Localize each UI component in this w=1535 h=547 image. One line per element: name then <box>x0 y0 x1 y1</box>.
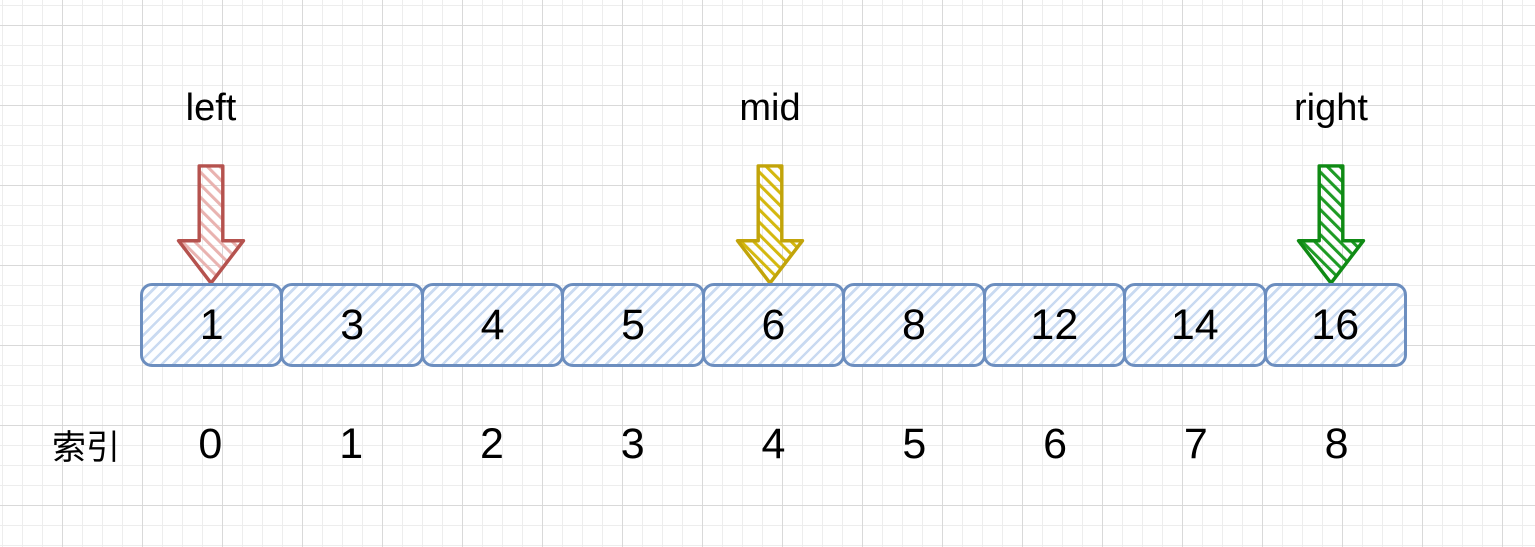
index-label-4: 4 <box>761 419 786 468</box>
mid-arrow-icon <box>735 164 805 285</box>
array-box-0: 1 <box>140 283 284 367</box>
index-label-0: 0 <box>198 419 223 468</box>
left-arrow-icon <box>176 164 246 285</box>
pointer-left-label: left <box>185 87 237 129</box>
index-row: 0 1 2 3 4 5 6 7 8 <box>140 416 1407 472</box>
array-box-6: 12 <box>982 283 1127 367</box>
array-value: 12 <box>1030 300 1079 349</box>
array-value: 8 <box>901 300 926 349</box>
array-value: 6 <box>761 300 786 349</box>
pointer-mid: mid <box>700 85 840 285</box>
index-label-8: 8 <box>1324 419 1349 468</box>
index-label-6: 6 <box>1043 419 1068 468</box>
pointer-right: right <box>1261 85 1401 285</box>
index-label-5: 5 <box>902 419 927 468</box>
index-label-7: 7 <box>1183 419 1208 468</box>
right-arrow-icon <box>1296 164 1366 285</box>
array-box-3: 5 <box>561 283 705 367</box>
pointer-left: left <box>141 85 281 285</box>
array-value: 3 <box>340 300 365 349</box>
array-value: 4 <box>480 300 505 349</box>
array-value: 14 <box>1170 300 1219 349</box>
array-row: 1 3 4 5 6 8 12 14 16 <box>140 283 1407 367</box>
array-box-1: 3 <box>280 283 424 367</box>
pointer-mid-label: mid <box>739 87 801 129</box>
array-box-5: 8 <box>842 283 986 367</box>
array-box-2: 4 <box>420 283 565 367</box>
pointer-right-label: right <box>1294 87 1368 129</box>
array-value: 1 <box>199 300 224 349</box>
array-value: 16 <box>1311 300 1360 349</box>
array-box-8: 16 <box>1263 283 1407 367</box>
index-row-caption: 索引 <box>52 428 120 467</box>
index-label-3: 3 <box>620 419 645 468</box>
array-value: 5 <box>621 300 645 349</box>
index-label-1: 1 <box>339 419 364 468</box>
index-label-2: 2 <box>479 419 504 468</box>
array-box-4: 6 <box>701 283 846 367</box>
array-box-7: 14 <box>1123 283 1267 367</box>
